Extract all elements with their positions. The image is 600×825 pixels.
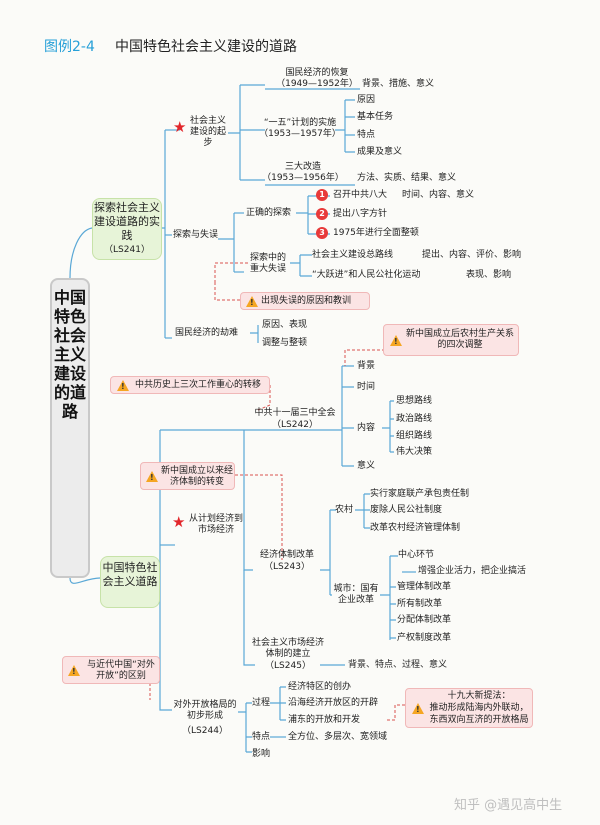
callout-focus: 中共历史上三次工作重心的转移 xyxy=(110,376,270,394)
reform-detail: 方法、实质、结果、意义 xyxy=(357,173,457,183)
feature-detail: 全方位、多层次、宽领域 xyxy=(288,732,388,742)
section-explore-title: 探索社会主义建设道路的实践 xyxy=(94,201,160,242)
plenum-item: 背景 xyxy=(357,361,376,371)
node-planned-to-market: 从计划经济到市场经济 xyxy=(188,514,243,535)
section-explore-code: （LS241） xyxy=(104,245,150,255)
warning-icon xyxy=(117,380,129,392)
plenum-content: 思想路线 xyxy=(396,396,433,406)
node-market: 社会主义市场经济体制的建立 xyxy=(252,638,325,659)
callout-new19-line: 推动形成陆海内外联动， xyxy=(429,703,529,713)
fiveyear-item: 基本任务 xyxy=(357,112,394,122)
node-start: 社会主义建设的起步 xyxy=(189,116,226,148)
node-correct: 正确的探索 xyxy=(246,208,292,218)
urban-item: 所有制改革 xyxy=(397,599,443,609)
node-feature: 特点 xyxy=(252,732,271,742)
callout-new19-line: 东西双向互济的开放格局 xyxy=(429,715,529,725)
node-recovery-years: （1949—1952年） xyxy=(276,79,358,89)
correct-item-detail: 时间、内容、意义 xyxy=(402,190,475,200)
warning-icon xyxy=(68,665,80,677)
urban-key-detail: 增强企业活力，把企业搞活 xyxy=(418,566,527,576)
node-fiveyear: “一五”计划的实施 xyxy=(263,118,337,128)
node-recovery: 国民经济的恢复 xyxy=(285,68,349,78)
fiveyear-item: 成果及意义 xyxy=(357,147,403,157)
note-mistake-reason: 出现失误的原因和教训 xyxy=(240,292,370,310)
callout-rural-text: 新中国成立后农村生产关系的四次调整 xyxy=(406,329,515,350)
number-badge: 3 xyxy=(316,227,328,239)
callout-open: 与近代中国“对外开放”的区别 xyxy=(62,656,160,684)
warning-icon xyxy=(246,296,258,308)
process-item: 浦东的开放和开发 xyxy=(288,715,361,725)
node-reform: 三大改造 xyxy=(284,162,321,172)
warning-icon xyxy=(412,703,424,715)
node-market-code: （LS245） xyxy=(265,661,311,671)
node-explore: 探索与失误 xyxy=(173,230,219,240)
node-plenum-code: （LS242） xyxy=(272,420,318,430)
watermark: 知乎 @遇见高中生 xyxy=(454,798,563,813)
mistake-item: 社会主义建设总路线 xyxy=(312,250,394,260)
node-adjust: 国民经济的劫难 xyxy=(175,328,239,338)
section-explore-node: 探索社会主义建设道路的实践 （LS241） xyxy=(92,198,162,260)
plenum-content: 政治路线 xyxy=(396,414,433,424)
node-reform-years: （1953—1956年） xyxy=(262,173,344,183)
rural-item: 改革农村经济管理体制 xyxy=(370,523,461,533)
number-badge: 2 xyxy=(316,208,328,220)
adjust-item: 原因、表现 xyxy=(262,320,308,330)
callout-open-text: 与近代中国“对外开放”的区别 xyxy=(87,660,155,681)
mistake-item-detail: 表现、影响 xyxy=(466,270,512,280)
plenum-content: 组织路线 xyxy=(396,431,433,441)
node-fiveyear-years: （1953—1957年） xyxy=(259,129,341,139)
urban-key: 中心环节 xyxy=(398,550,435,560)
fiveyear-item: 原因 xyxy=(357,95,376,105)
recovery-detail: 背景、措施、意义 xyxy=(362,79,435,89)
adjust-item: 调整与整顿 xyxy=(262,338,308,348)
node-process: 过程 xyxy=(252,698,271,708)
number-badge: 1 xyxy=(316,189,328,201)
rural-item: 废除人民公社制度 xyxy=(370,505,443,515)
mistake-item: “大跃进”和人民公社化运动 xyxy=(312,270,421,280)
plenum-item: 内容 xyxy=(357,423,376,433)
plenum-item: 意义 xyxy=(357,461,376,471)
node-impact: 影响 xyxy=(252,749,271,759)
callout-system: 新中国成立以来经济体制的转变 xyxy=(140,462,235,490)
callout-rural: 新中国成立后农村生产关系的四次调整 xyxy=(383,324,519,356)
node-opening: 对外开放格局的初步形成 xyxy=(173,700,237,721)
fiveyear-item: 特点 xyxy=(357,130,376,140)
correct-item: 召开中共八大 xyxy=(333,190,388,200)
correct-item: 1975年进行全面整顿 xyxy=(333,228,419,238)
market-detail: 背景、特点、过程、意义 xyxy=(348,660,448,670)
callout-focus-text: 中共历史上三次工作重心的转移 xyxy=(135,380,262,390)
correct-item: 提出八字方针 xyxy=(333,209,388,219)
node-mistake: 探索中的重大失误 xyxy=(249,253,286,274)
callout-new19-line: 十九大新提法： xyxy=(447,691,511,701)
section-socialism-node: 中国特色社会主义道路 xyxy=(100,556,160,608)
callout-system-text: 新中国成立以来经济体制的转变 xyxy=(161,466,234,487)
section-socialism-title: 中国特色社会主义道路 xyxy=(102,561,158,588)
warning-icon xyxy=(146,471,158,483)
node-rural: 农村 xyxy=(335,505,354,515)
node-opening-code: （LS244） xyxy=(182,726,228,736)
node-urban: 城市：国有企业改革 xyxy=(333,584,379,605)
plenum-item: 时间 xyxy=(357,382,376,392)
process-item: 沿海经济开放区的开辟 xyxy=(288,698,379,708)
star-icon: ★ xyxy=(173,118,187,136)
warning-icon xyxy=(390,335,402,347)
rural-item: 实行家庭联产承包责任制 xyxy=(370,489,470,499)
root-node: 中国特色社会主义建设的道路 xyxy=(50,278,90,578)
mistake-item-detail: 提出、内容、评价、影响 xyxy=(422,250,522,260)
figure-label: 图例2-4 xyxy=(44,39,95,55)
node-economic: 经济体制改革 xyxy=(259,550,314,560)
process-item: 经济特区的创办 xyxy=(288,682,352,692)
urban-item: 分配体制改革 xyxy=(397,615,452,625)
figure-title: 中国特色社会主义建设的道路 xyxy=(115,39,297,55)
plenum-content: 伟大决策 xyxy=(396,447,433,457)
star-icon: ★ xyxy=(172,513,186,531)
urban-item: 管理体制改革 xyxy=(397,582,452,592)
callout-new19: 十九大新提法： 推动形成陆海内外联动， 东西双向互济的开放格局 xyxy=(405,688,533,728)
node-economic-code: （LS243） xyxy=(264,562,310,572)
urban-item: 产权制度改革 xyxy=(397,633,452,643)
node-plenum: 中共十一届三中全会 xyxy=(254,408,336,418)
note-mistake-reason-text: 出现失误的原因和教训 xyxy=(261,296,352,306)
